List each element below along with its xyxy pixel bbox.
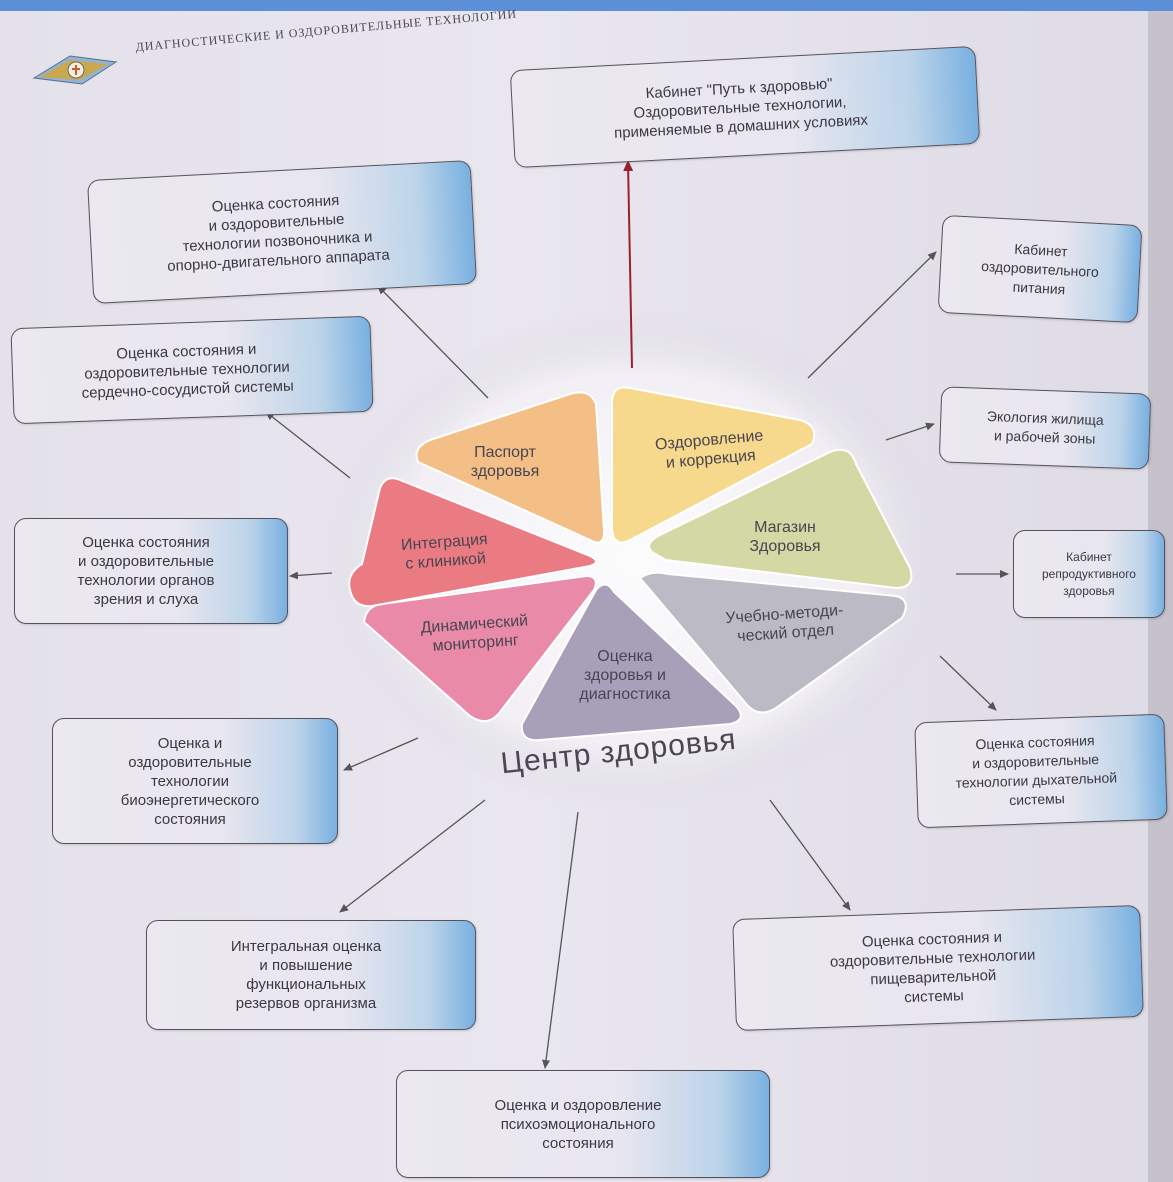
- segment-clinic: [348, 477, 597, 608]
- box-digestive: Оценка состояния и оздоровительные техно…: [732, 904, 1144, 1032]
- box-reserves: Интегральная оценка и повышение функцион…: [146, 920, 476, 1030]
- box-bioenergy: Оценка и оздоровительные технологии биоэ…: [52, 718, 338, 844]
- wheel-segments: [348, 386, 913, 742]
- segment-methodical: [638, 571, 907, 714]
- arrow-to-nutrition: [807, 251, 937, 379]
- segment-monitoring: [362, 574, 597, 723]
- box-psycho: Оценка и оздоровление психоэмоциональног…: [396, 1070, 770, 1178]
- arrow-to-bioenergy: [343, 737, 419, 771]
- arrow-to-vision: [289, 571, 333, 580]
- book-logo-icon: [32, 55, 118, 85]
- arrow-to-psycho: [542, 811, 579, 1069]
- segment-recovery: [611, 386, 816, 544]
- segment-shop: [648, 448, 913, 590]
- arrow-to-spine: [377, 285, 489, 399]
- arrow-to-home-technologies: [623, 160, 634, 369]
- segment-label-shop: Магазин Здоровья: [749, 519, 821, 555]
- arrow-to-respiratory: [939, 655, 997, 711]
- segment-diagnostics: [520, 583, 742, 742]
- box-ecology: Экология жилища и рабочей зоны: [938, 386, 1152, 470]
- box-spine: Оценка состояния и оздоровительные техно…: [87, 160, 477, 304]
- segment-label-diagnostics: Оценка здоровья и диагностика: [579, 648, 671, 703]
- box-respiratory: Оценка состояния и оздоровительные техно…: [914, 713, 1168, 829]
- arrows-group: [265, 160, 1009, 1069]
- segment-passport: [415, 391, 606, 544]
- window-top-bar: [0, 0, 1173, 11]
- box-vision: Оценка состояния и оздоровительные техно…: [14, 518, 288, 624]
- arrow-to-cardio: [265, 411, 351, 479]
- segment-label-passport: Паспорт здоровья: [470, 444, 540, 480]
- box-reproductive: Кабинет репродуктивного здоровья: [1013, 530, 1165, 618]
- box-nutrition: Кабинет оздоровительного питания: [937, 214, 1143, 324]
- arrow-to-ecology: [885, 422, 935, 441]
- arrow-to-digestive: [769, 799, 851, 911]
- arrow-to-reserves: [339, 799, 486, 913]
- box-cardio: Оценка состояния и оздоровительные техно…: [10, 315, 374, 425]
